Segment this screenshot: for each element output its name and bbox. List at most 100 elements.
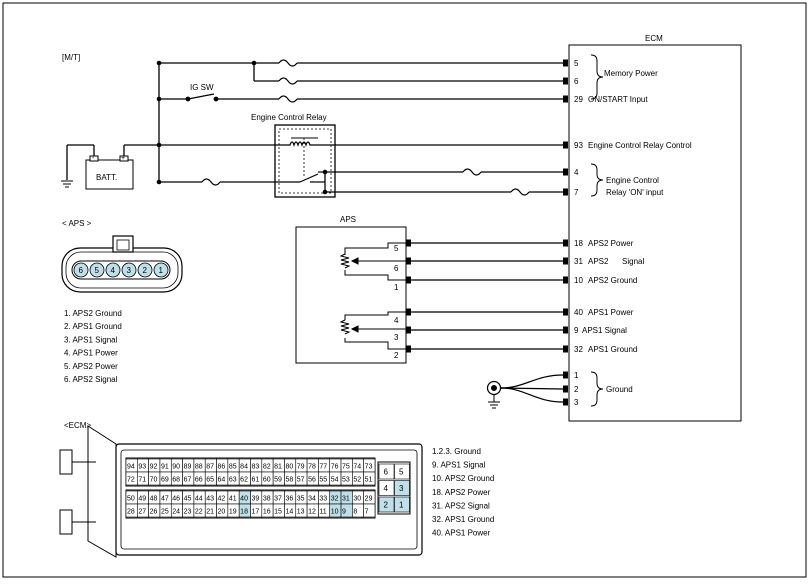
ig-sw-label: IG SW bbox=[190, 83, 214, 92]
ecm-cell-number: 8 bbox=[353, 509, 357, 516]
ecm-cell-number: 7 bbox=[365, 509, 369, 516]
junction-dots bbox=[156, 60, 328, 195]
ecm-pin-list-item: 31. APS2 Signal bbox=[432, 501, 490, 510]
ecm-cell-number: 68 bbox=[172, 477, 180, 484]
aps-title: APS bbox=[340, 215, 356, 224]
ecm-cell-number: 15 bbox=[274, 509, 282, 516]
ecm-cell-number: 28 bbox=[127, 509, 135, 516]
relay-on-bracket bbox=[590, 163, 604, 197]
ecm-cell-number: 39 bbox=[252, 496, 260, 503]
ecm-cell-number: 73 bbox=[365, 464, 373, 471]
ecm-cell-number: 70 bbox=[150, 477, 158, 484]
mode-label: [M/T] bbox=[62, 53, 80, 62]
ecm-pin-function: Engine Control Relay Control bbox=[588, 141, 692, 150]
ecm-pin-number: 4 bbox=[574, 168, 579, 177]
aps-pin-list-item: 2. APS1 Ground bbox=[64, 322, 122, 331]
relay-on-label-1: Engine Control bbox=[606, 176, 659, 185]
aps-cavity-number: 3 bbox=[127, 266, 132, 275]
ecm-cell-number: 78 bbox=[308, 464, 316, 471]
ecm-cell-number: 86 bbox=[218, 464, 226, 471]
ecm-cell-number: 67 bbox=[184, 477, 192, 484]
ecm-cell-number: 25 bbox=[161, 509, 169, 516]
ecm-terminal-p9 bbox=[563, 326, 568, 334]
ecm-pin-function: APS2 Power bbox=[588, 239, 634, 248]
ecm-pin-number: 32 bbox=[574, 345, 583, 354]
ecm-cell-number: 93 bbox=[138, 464, 146, 471]
ecm-cell-number: 35 bbox=[297, 496, 305, 503]
ecm-cell-number: 47 bbox=[161, 496, 169, 503]
aps-pin-list-item: 3. APS1 Signal bbox=[64, 335, 118, 344]
ecm-cell-number: 66 bbox=[195, 477, 203, 484]
batt-label: BATT. bbox=[96, 173, 117, 182]
ecm-pin-list-item: 1.2.3. Ground bbox=[432, 447, 481, 456]
ecm-cell-number: 22 bbox=[195, 509, 203, 516]
ecm-terminal-p6 bbox=[563, 77, 568, 85]
ecm-small-cell bbox=[378, 496, 395, 513]
ecm-cell-number: 58 bbox=[285, 477, 293, 484]
ecm-cell-number: 42 bbox=[218, 496, 226, 503]
ecm-terminal-p32 bbox=[563, 345, 568, 353]
ecm-terminal-p18 bbox=[563, 239, 568, 247]
ecm-small-cell bbox=[394, 496, 410, 513]
ecm-pin-list-item: 9. APS1 Signal bbox=[432, 461, 486, 470]
ecm-box bbox=[568, 44, 742, 422]
aps-wiring bbox=[344, 242, 563, 350]
ig-switch-icon bbox=[185, 93, 219, 102]
aps-pin-list-item: 5. APS2 Power bbox=[64, 362, 118, 371]
aps-conn-title: < APS > bbox=[62, 219, 92, 228]
ecm-cell-number: 14 bbox=[285, 509, 293, 516]
ecm-pin-list-item: 18. APS2 Power bbox=[432, 488, 491, 497]
aps-cavity bbox=[137, 262, 153, 278]
ecm-terminal-g3 bbox=[563, 398, 568, 406]
ecm-pin-function: APS1 Power bbox=[588, 308, 634, 317]
aps-terminal bbox=[406, 308, 411, 316]
ecm-cell-number: 45 bbox=[184, 496, 192, 503]
aps-pin-terminals bbox=[406, 239, 411, 353]
aps-pin-number: 5 bbox=[394, 244, 399, 253]
ground-bracket bbox=[590, 371, 604, 407]
ecm-cell-number: 90 bbox=[172, 464, 180, 471]
aps-cavity-number: 4 bbox=[111, 266, 116, 275]
ecm-pin-number: 2 bbox=[574, 385, 579, 394]
ecm-cell-number: 84 bbox=[240, 464, 248, 471]
batt-plus: + bbox=[121, 155, 125, 162]
aps-pin-list-item: 6. APS2 Signal bbox=[64, 375, 118, 384]
ecm-cell-number: 48 bbox=[150, 496, 158, 503]
aps-pin-number: 6 bbox=[394, 264, 399, 273]
potentiometer-icons bbox=[339, 253, 359, 335]
aps-cavity-number: 2 bbox=[143, 266, 148, 275]
ecm-cell-number: 20 bbox=[218, 509, 226, 516]
ecm-cell-number: 16 bbox=[263, 509, 271, 516]
ecm-cell-number: 75 bbox=[342, 464, 350, 471]
ecm-small-cell-number: 4 bbox=[384, 484, 389, 493]
aps-cavity-number: 5 bbox=[95, 266, 100, 275]
ecm-cell-number: 65 bbox=[206, 477, 214, 484]
ecm-cell-number: 69 bbox=[161, 477, 169, 484]
ecm-cell-number: 36 bbox=[285, 496, 293, 503]
ecm-cell-number: 71 bbox=[138, 477, 146, 484]
ecm-cell-number: 76 bbox=[331, 464, 339, 471]
ecm-pin-number: 29 bbox=[574, 95, 583, 104]
ecm-pin-number: 3 bbox=[574, 398, 579, 407]
ecm-pin-number: 10 bbox=[574, 276, 583, 285]
ecm-cell-number: 72 bbox=[127, 477, 135, 484]
ecm-pin-number: 9 bbox=[574, 326, 579, 335]
ecm-cell-number: 31 bbox=[342, 496, 350, 503]
ecm-conn-title: <ECM> bbox=[64, 421, 91, 430]
ecm-pin-list-item: 10. APS2 Ground bbox=[432, 474, 494, 483]
ecm-cell-number: 88 bbox=[195, 464, 203, 471]
ecm-small-cell bbox=[394, 480, 410, 496]
ecm-cell-number: 59 bbox=[274, 477, 282, 484]
ecm-cell-number: 10 bbox=[331, 509, 339, 516]
ecm-cell-number: 49 bbox=[138, 496, 146, 503]
ecm-pin-number: 7 bbox=[574, 188, 579, 197]
ecm-cell-number: 27 bbox=[138, 509, 146, 516]
ecm-pin-list-item: 40. APS1 Power bbox=[432, 529, 491, 538]
ecm-title: ECM bbox=[645, 34, 663, 43]
ecm-pin-terminals bbox=[563, 59, 568, 406]
ecm-cell-number: 19 bbox=[229, 509, 237, 516]
